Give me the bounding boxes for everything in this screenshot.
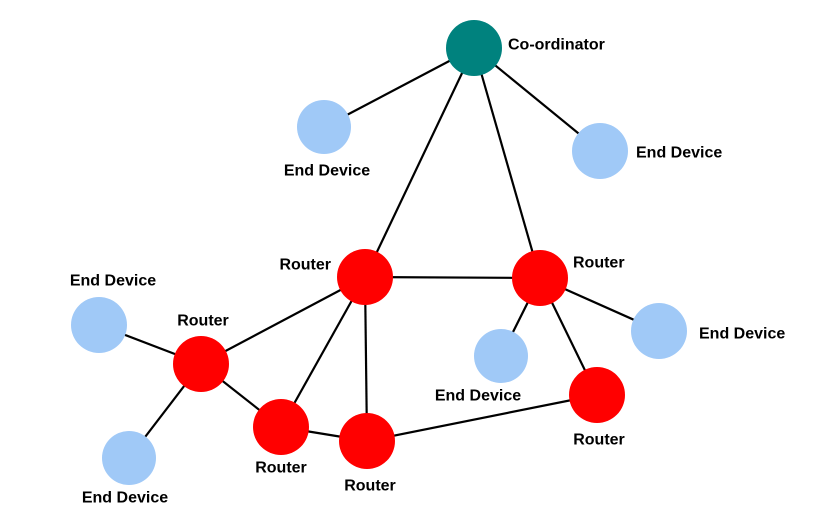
edge-coordinator-end-device-1 (323, 47, 475, 128)
end-device-node (102, 431, 156, 485)
end-device-node (474, 329, 528, 383)
coordinator-node (446, 20, 502, 76)
node-label-router-1: Router (279, 257, 331, 274)
node-label-coordinator: Co-ordinator (508, 37, 605, 54)
router-node (569, 367, 625, 423)
router-node (337, 249, 393, 305)
end-device-node (71, 297, 127, 353)
edge-router-5-router-6 (366, 393, 598, 443)
edge-router-1-router-3 (200, 276, 366, 365)
edge-router-1-router-2 (364, 275, 541, 280)
end-device-node (297, 100, 351, 154)
node-label-end-device-3: End Device (70, 273, 156, 290)
node-label-router-4: Router (255, 460, 307, 477)
end-device-node (631, 303, 687, 359)
node-label-end-device-1: End Device (284, 163, 370, 180)
router-node (339, 413, 395, 469)
router-node (253, 399, 309, 455)
end-device-node (572, 123, 628, 179)
node-label-router-3: Router (177, 313, 229, 330)
node-label-end-device-5: End Device (699, 326, 785, 343)
node-label-end-device-6: End Device (82, 490, 168, 507)
router-node (173, 336, 229, 392)
node-label-end-device-4: End Device (435, 388, 521, 405)
edge-coordinator-router-2 (472, 47, 542, 279)
node-layer (71, 20, 687, 485)
edge-router-1-router-4 (280, 276, 366, 428)
node-label-end-device-2: End Device (636, 145, 722, 162)
node-label-router-2: Router (573, 255, 625, 272)
node-label-router-6: Router (573, 432, 625, 449)
node-label-router-5: Router (344, 478, 396, 495)
edge-coordinator-router-1 (364, 47, 475, 278)
router-node (512, 250, 568, 306)
